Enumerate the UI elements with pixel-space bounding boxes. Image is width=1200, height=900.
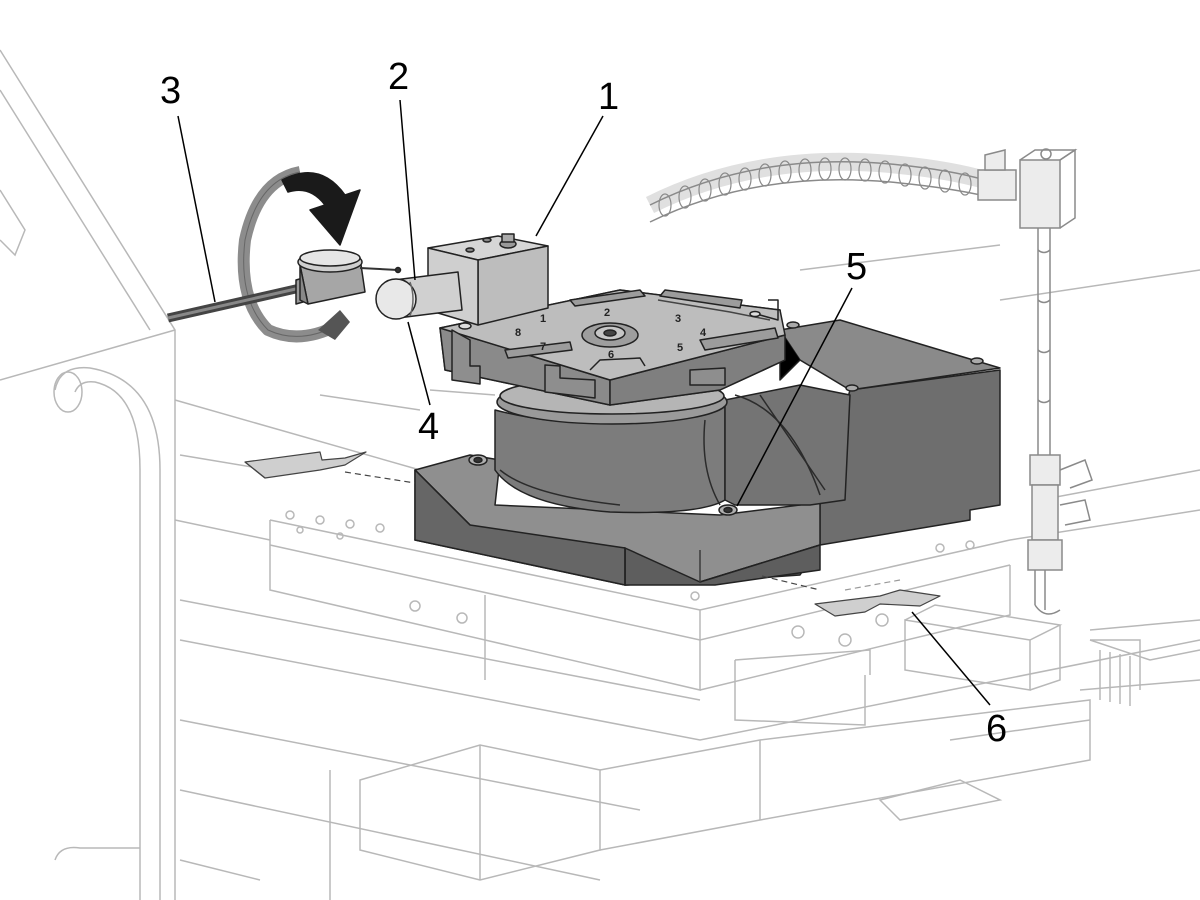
leader-1 [535, 115, 604, 237]
leader-3 [177, 115, 216, 303]
machine-background [0, 49, 1200, 900]
table-mark-4: 5 [677, 342, 683, 354]
callout-5: 5 [846, 246, 868, 288]
table-mark-1: 2 [604, 307, 610, 319]
leader-6 [911, 611, 991, 706]
test-bar-block [375, 233, 549, 326]
leader-lines [177, 99, 991, 706]
leader-2 [399, 99, 416, 281]
table-mark-2: 3 [675, 313, 681, 325]
callout-1: 1 [598, 76, 620, 118]
table-mark-5: 6 [608, 349, 614, 361]
table-mark-7: 8 [515, 327, 521, 339]
table-mark-3: 4 [700, 327, 707, 339]
leader-4 [407, 321, 431, 406]
shim-plates [244, 451, 941, 617]
rotary-table-top: 2 3 4 5 6 7 8 1 [439, 289, 786, 406]
table-mark-0: 1 [540, 313, 546, 325]
callout-2: 2 [388, 56, 410, 98]
leader-5 [736, 287, 853, 507]
dial-indicator [167, 166, 402, 343]
table-mark-6: 7 [540, 341, 546, 353]
callout-4: 4 [418, 406, 440, 448]
callout-3: 3 [160, 70, 182, 112]
coolant-line [645, 148, 1093, 615]
callout-6: 6 [986, 708, 1008, 750]
